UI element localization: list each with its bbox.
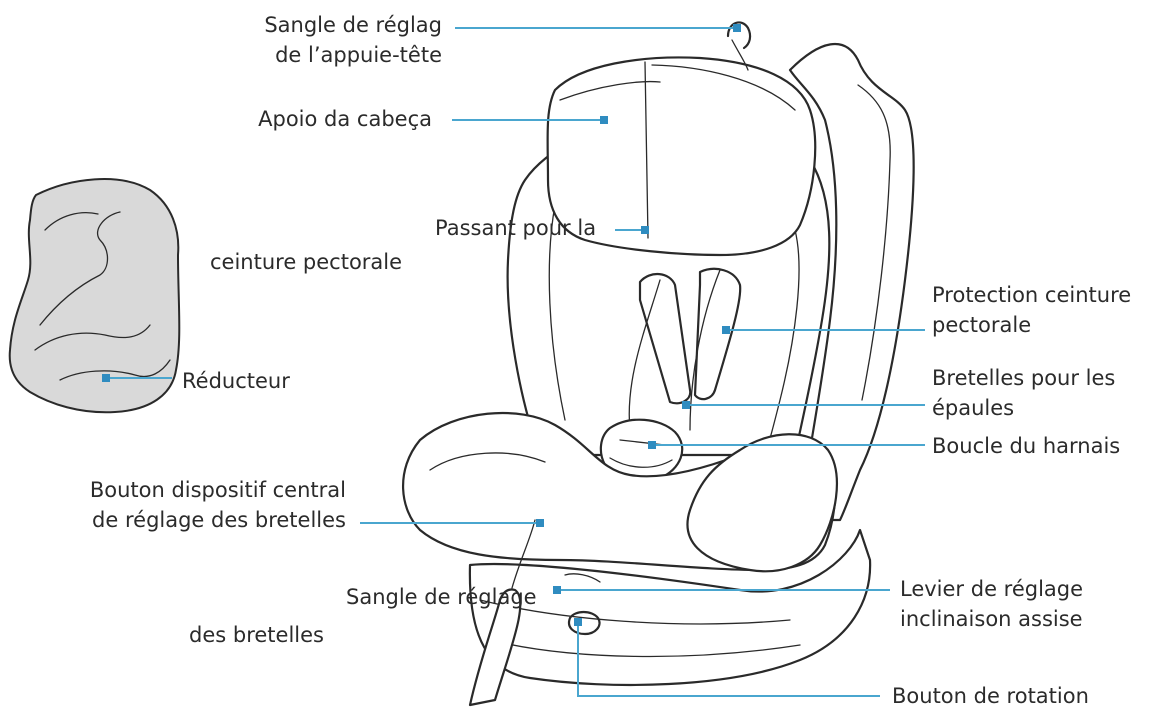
label-recline-lever-line2: inclinaison assise — [900, 607, 1083, 631]
label-chest-protection: Protection ceinture pectorale — [932, 280, 1131, 340]
label-headrest-strap-line2: de l’appuie-tête — [275, 43, 442, 67]
label-chest-protection-line1: Protection ceinture — [932, 283, 1132, 307]
label-strap-adjust-bottom: des bretelles — [189, 620, 324, 650]
label-harness-buckle-line1: Boucle du harnais — [932, 434, 1121, 458]
label-shoulder-straps-line2: épaules — [932, 396, 1015, 420]
label-central-adjuster-line1: Bouton dispositif central — [89, 478, 346, 502]
label-belt-guide-bottom-line1: ceinture pectorale — [210, 250, 403, 274]
label-belt-guide-bottom: ceinture pectorale — [210, 247, 402, 277]
label-headrest: Apoio da cabeça — [258, 104, 432, 134]
label-headrest-line1: Apoio da cabeça — [258, 107, 432, 131]
leader-lines — [102, 24, 925, 697]
label-recline-lever: Levier de réglage inclinaison assise — [900, 574, 1083, 634]
label-shoulder-straps-line1: Bretelles pour les — [932, 366, 1116, 390]
label-reducer: Réducteur — [182, 366, 290, 396]
label-rotation-button-line1: Bouton de rotation — [892, 684, 1089, 708]
label-belt-guide-top-line1: Passant pour la — [435, 216, 597, 240]
label-strap-adjust-top: Sangle de réglage — [346, 582, 537, 612]
label-headrest-strap: Sangle de réglag de l’appuie-tête — [264, 10, 442, 70]
label-belt-guide-top: Passant pour la — [435, 213, 596, 243]
reducer-cushion-illustration — [8, 178, 181, 414]
label-shoulder-straps: Bretelles pour les épaules — [932, 363, 1115, 423]
label-headrest-strap-line1: Sangle de réglag — [264, 13, 442, 37]
label-chest-protection-line2: pectorale — [932, 313, 1032, 337]
car-seat-illustration — [401, 21, 915, 707]
label-strap-adjust-top-line1: Sangle de réglage — [346, 585, 537, 609]
label-recline-lever-line1: Levier de réglage — [900, 577, 1084, 601]
label-central-adjuster: Bouton dispositif central de réglage des… — [90, 475, 346, 535]
label-harness-buckle: Boucle du harnais — [932, 431, 1120, 461]
label-rotation-button: Bouton de rotation — [892, 681, 1089, 711]
label-reducer-line1: Réducteur — [182, 369, 290, 393]
label-central-adjuster-line2: de réglage des bretelles — [92, 508, 346, 532]
label-strap-adjust-bottom-line1: des bretelles — [189, 623, 324, 647]
